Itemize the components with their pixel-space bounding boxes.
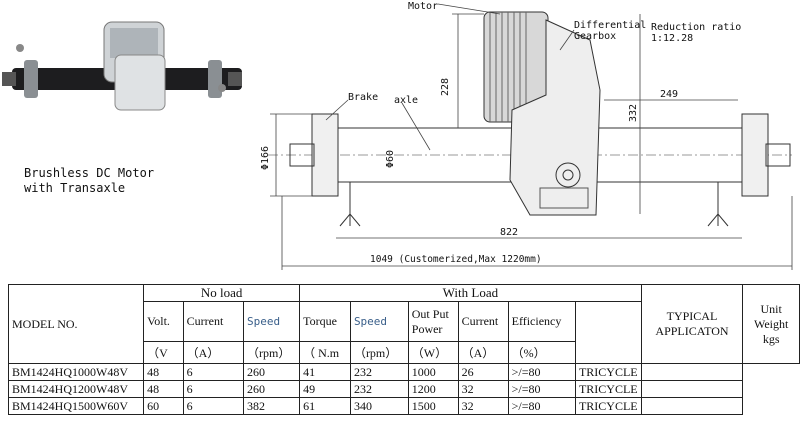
unit-current: （A） [182,341,245,364]
dim-brake-dia: Φ166 [260,145,271,170]
model-header: MODEL NO. [7,284,145,364]
unit-torque: （ N.m [299,341,351,364]
cell-volt: 60 [143,397,184,415]
cell-load-speed: 340 [349,397,409,415]
product-photo [2,21,242,111]
cell-model: BM1424HQ1000W48V [7,363,145,381]
unit-power: （W） [407,341,459,364]
cell-efficiency: >/=80 [507,397,576,415]
cell-model: BM1424HQ1500W60V [7,397,145,415]
cell-speed: 260 [243,363,301,381]
axle-label: axle [394,95,419,106]
unit-efficiency: （%） [507,341,576,364]
cell-application: TRICYCLE [574,380,642,398]
unit-weight-header: Unit Weight kgs [742,284,800,364]
caption-line-1: Brushless DC Motor [24,166,155,180]
dim-brake-span: 822 [500,227,519,238]
motor-label: Motor [408,1,439,12]
cell-load-current: 26 [457,363,509,381]
gearbox-body [509,19,601,216]
col-current: Current [182,301,245,342]
col-load-speed: Speed [349,301,409,342]
product-caption: Brushless DC Motor with Transaxle [24,166,154,196]
cell-volt: 48 [143,363,184,381]
unit-volt: （V [143,341,184,364]
with-load-header: With Load [299,284,642,302]
cell-weight [640,363,744,381]
col-output-power: Out Put Power [407,301,459,342]
unit-load-speed: （rpm） [349,341,409,364]
dim-total-length: 1049 (Customerized,Max 1220mm) [370,254,542,265]
cell-efficiency: >/=80 [507,363,576,381]
cell-load-speed: 232 [349,363,409,381]
col-efficiency: Efficiency [507,301,576,342]
cell-weight [640,380,744,398]
cell-current: 6 [182,397,245,415]
reduction-ratio-value: 1:12.28 [651,33,694,44]
reduction-ratio-title: Reduction ratio [651,22,742,33]
right-brake [707,113,791,227]
cell-power: 1000 [407,363,459,381]
cell-weight [640,397,744,415]
cell-current: 6 [182,363,245,381]
differential-label: Differential [574,20,647,31]
typical-application-header: TYPICAL APPLICATON [640,284,744,364]
cell-model: BM1424HQ1200W48V [7,380,145,398]
cell-efficiency: >/=80 [507,380,576,398]
cell-torque: 49 [299,380,351,398]
dimension-lines [270,3,793,270]
cell-load-current: 32 [457,397,509,415]
cell-volt: 48 [143,380,184,398]
cell-torque: 61 [299,397,351,415]
col-volt: Volt. [143,301,184,342]
table-row: BM1424HQ1000W48V 48 6 260 41 232 1000 26… [7,363,800,381]
unit-speed: （rpm） [243,341,301,364]
cell-speed: 382 [243,397,301,415]
col-speed: Speed [243,301,301,342]
cell-current: 6 [182,380,245,398]
dim-right-offset: 249 [660,89,679,100]
dim-motor-height: 228 [440,77,451,96]
dim-axle-dia: Φ60 [385,149,396,168]
cell-power: 1500 [407,397,459,415]
gearbox-label: Gearbox [574,31,617,42]
cell-load-current: 32 [457,380,509,398]
cell-power: 1200 [407,380,459,398]
unit-load-current: （A） [457,341,509,364]
col-torque: Torque [299,301,351,342]
cell-application: TRICYCLE [574,363,642,381]
cell-load-speed: 232 [349,380,409,398]
cell-application: TRICYCLE [574,397,642,415]
spec-table: MODEL NO. No load With Load TYPICAL APPL… [7,284,800,415]
no-load-header: No load [143,284,301,302]
table-row: BM1424HQ1500W60V 60 6 382 61 340 1500 32… [7,397,800,415]
cell-speed: 260 [243,380,301,398]
caption-line-2: with Transaxle [24,181,126,195]
brake-label: Brake [348,92,379,103]
left-brake [289,113,361,227]
technical-drawing [2,3,793,270]
table-row: BM1424HQ1200W48V 48 6 260 49 232 1200 32… [7,380,800,398]
col-load-current: Current [457,301,509,342]
dim-gearbox-height: 332 [628,103,639,122]
cell-torque: 41 [299,363,351,381]
